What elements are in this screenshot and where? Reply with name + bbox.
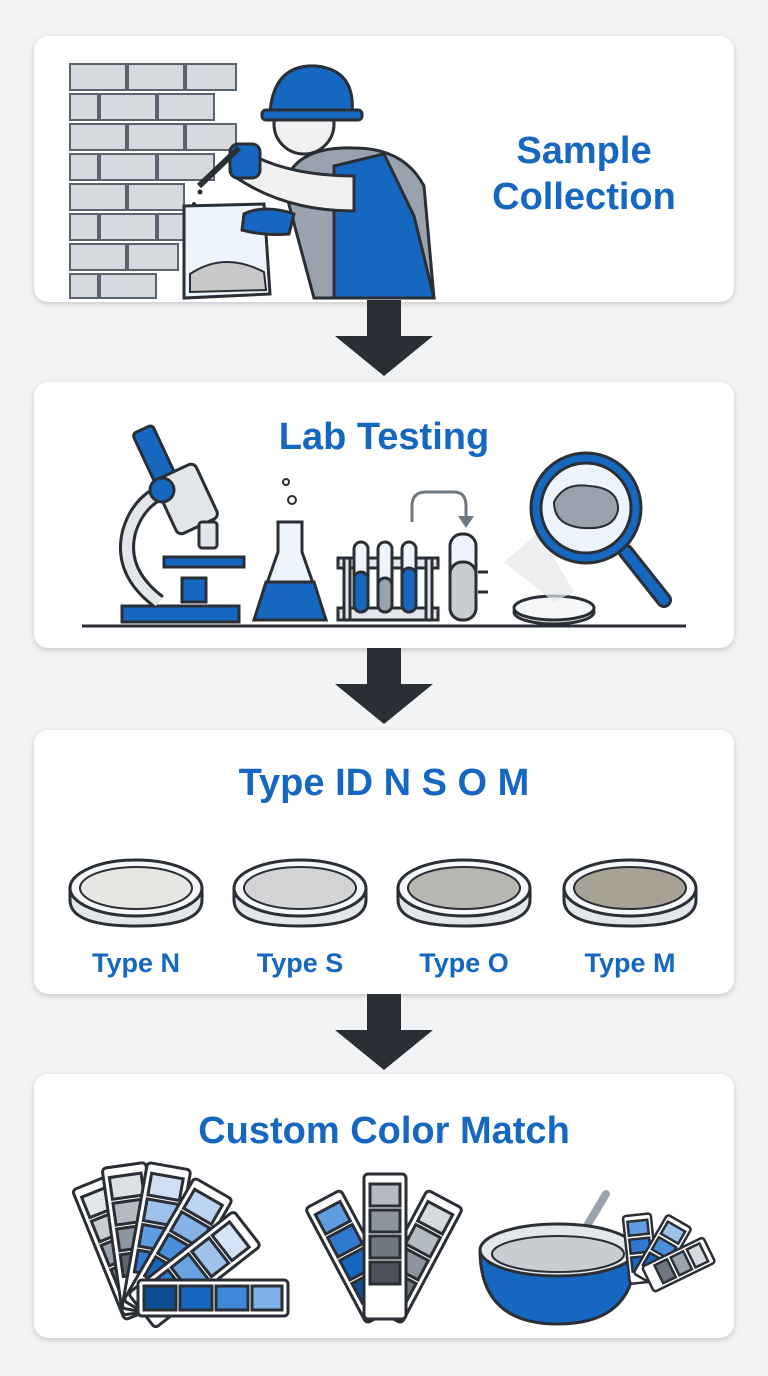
mixing-bowl-icon [478, 1190, 638, 1326]
arrow-down-icon [335, 994, 433, 1070]
brick-wall-icon [69, 63, 237, 299]
type-label-o: Type O [419, 948, 509, 978]
title-line-2: Collection [492, 176, 676, 218]
color-swatches-illustration [71, 1161, 716, 1329]
type-label-m: Type M [584, 948, 676, 978]
dish-type-o-icon [396, 858, 532, 928]
microscope-icon [119, 424, 246, 624]
dish-type-n-icon [68, 858, 204, 928]
arrow-down-icon [335, 300, 433, 376]
swatch-fan-small-icon [621, 1212, 716, 1293]
mortar-dishes-illustration [68, 858, 698, 928]
dish-type-m-icon [562, 858, 698, 928]
swatch-fan-left-icon [71, 1161, 290, 1329]
lab-equipment-illustration [82, 424, 686, 628]
worker-illustration [69, 63, 436, 300]
chisel-icon [196, 145, 242, 189]
graduated-tube-icon [410, 490, 488, 622]
flask-icon [251, 478, 329, 622]
type-id-card: Type ID N S O M Type N Type S Type O Typ… [34, 730, 734, 994]
step-title-type-id: Type ID N S O M [238, 762, 530, 804]
dish-type-s-icon [232, 858, 368, 928]
step-title-sample-collection: Sample Collection [454, 128, 714, 220]
title-line-1: Sample [516, 130, 652, 172]
step-title-color-match: Custom Color Match [198, 1110, 570, 1152]
arrow-down-icon [335, 648, 433, 724]
test-tube-rack-icon [336, 540, 440, 622]
sample-collection-card: Sample Collection [34, 36, 734, 302]
type-label-n: Type N [91, 948, 180, 978]
swatch-fan-middle-icon [305, 1172, 463, 1324]
color-match-card: Custom Color Match [34, 1074, 734, 1338]
type-label-s: Type S [256, 948, 344, 978]
lab-testing-card: Lab Testing [34, 382, 734, 648]
magnifying-glass-icon [529, 451, 672, 608]
step-title-lab-testing: Lab Testing [278, 416, 490, 458]
hard-hat-icon [260, 64, 364, 122]
